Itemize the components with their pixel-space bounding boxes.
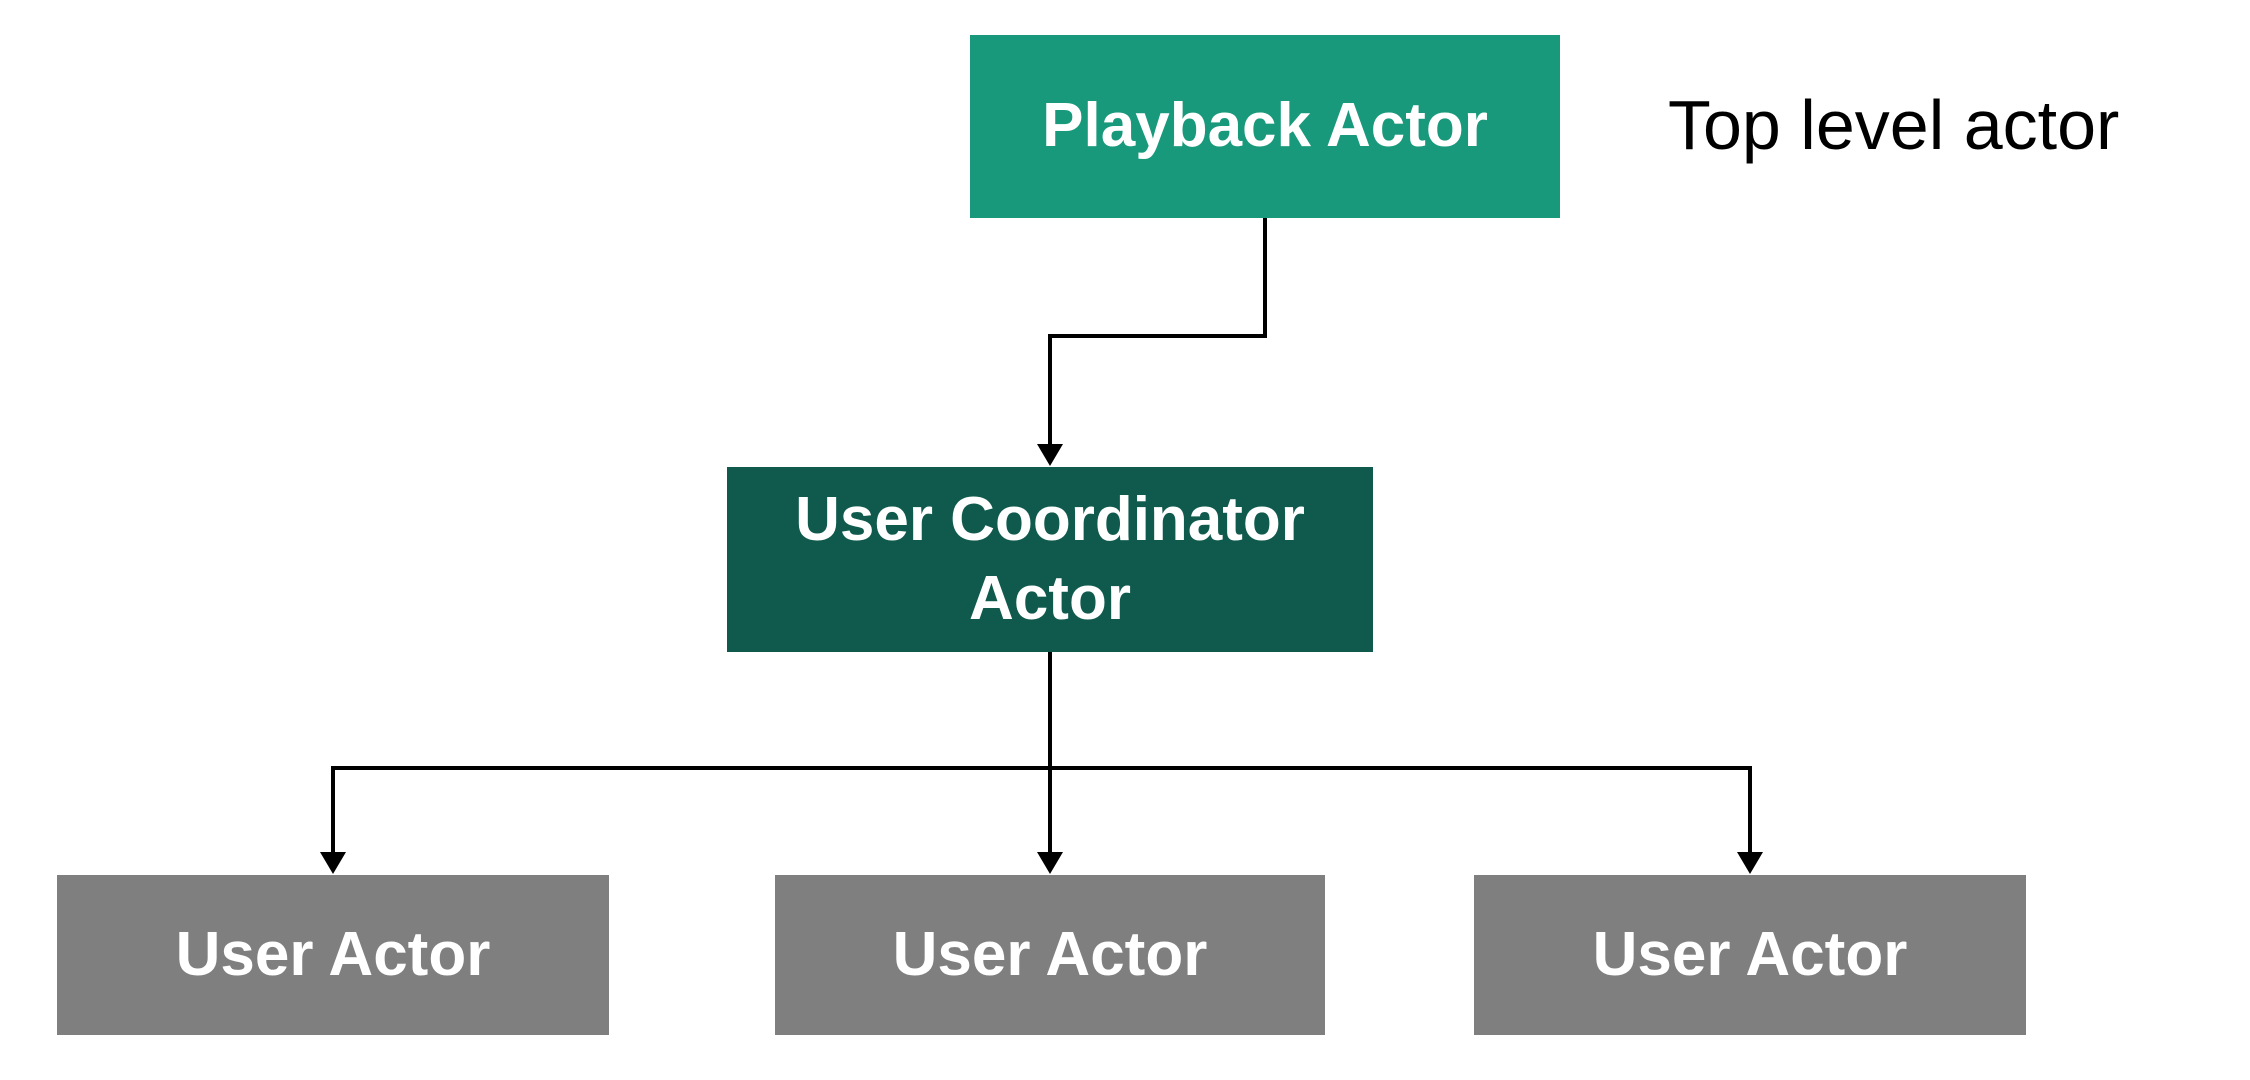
arrowhead-icon-coordinator [1037, 444, 1063, 466]
arrowhead-icon-user3 [1737, 852, 1763, 874]
node-user-actor-2-label: User Actor [892, 919, 1208, 989]
arrowhead-icon-user1 [320, 852, 346, 874]
connector-playback-to-coordinator [1048, 218, 1267, 446]
connector-distribution-bar [331, 766, 1752, 854]
node-user-actor-2: User Actor [775, 875, 1325, 1035]
node-user-actor-3-label: User Actor [1592, 919, 1908, 989]
node-user-actor-3: User Actor [1474, 875, 2026, 1035]
arrowhead-icon-user2 [1037, 852, 1063, 874]
node-user-actor-1: User Actor [57, 875, 609, 1035]
node-playback-actor: Playback Actor [970, 35, 1560, 218]
node-playback-actor-label: Playback Actor [1042, 91, 1488, 161]
node-user-actor-1-label: User Actor [175, 919, 491, 989]
top-level-actor-annotation: Top level actor [1668, 86, 2120, 164]
node-user-coordinator-actor: User Coordinator Actor [727, 467, 1373, 652]
node-user-coordinator-actor-label: User Coordinator Actor [795, 484, 1305, 633]
